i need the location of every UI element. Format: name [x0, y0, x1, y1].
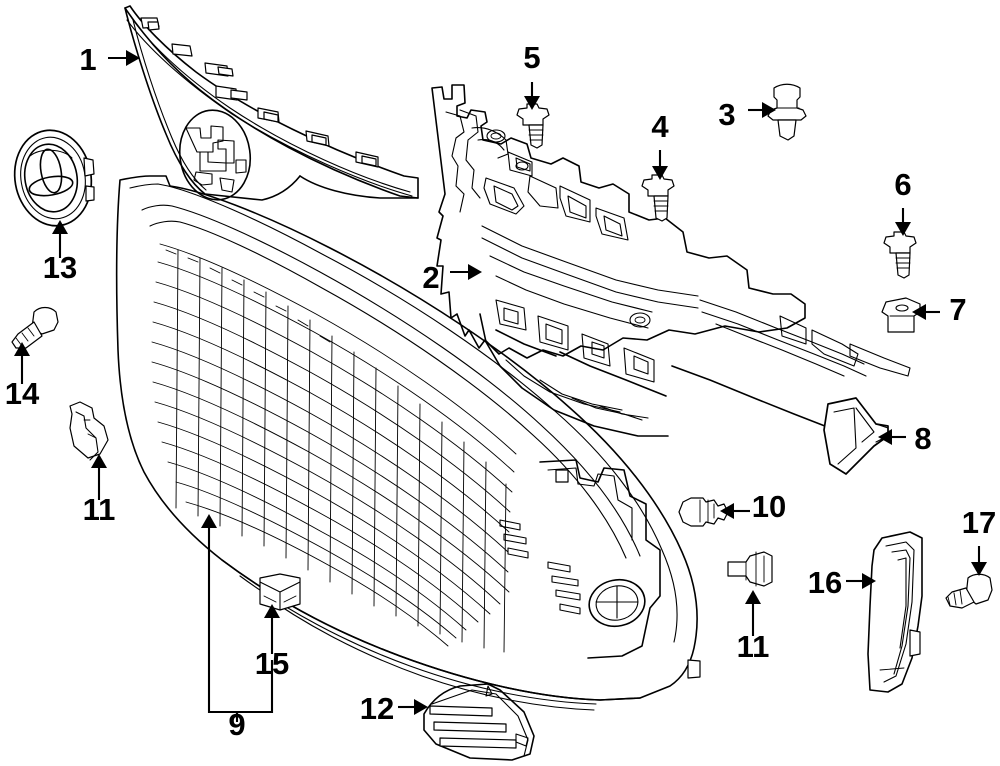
- callout-16[interactable]: 16: [808, 565, 842, 600]
- callout-4[interactable]: 4: [651, 109, 669, 144]
- part-retainer-clip-11a: [69, 401, 109, 461]
- part-side-trim-garnish-16: [867, 531, 923, 693]
- part-square-nut-clip-7: [881, 297, 921, 333]
- part-upper-grille-molding: [124, 5, 419, 201]
- grille-mesh: [151, 243, 517, 653]
- part-retainer-clip-11b: [727, 551, 773, 587]
- callout-1[interactable]: 1: [79, 42, 96, 77]
- part-flange-bolt-5: [516, 103, 550, 149]
- callout-7[interactable]: 7: [949, 292, 966, 327]
- part-toyota-emblem: [13, 129, 95, 227]
- part-push-pin-clip-3: [767, 83, 807, 141]
- callout-15[interactable]: 15: [255, 646, 289, 681]
- callout-leaders: [14, 50, 987, 722]
- callout-13[interactable]: 13: [43, 250, 77, 285]
- part-screw-grommet-17: [945, 573, 993, 609]
- part-radiator-support-assembly: [431, 84, 911, 441]
- callout-10[interactable]: 10: [752, 489, 786, 524]
- part-grille-clip-15: [259, 573, 301, 611]
- callout-9[interactable]: 9: [228, 707, 245, 742]
- callout-2[interactable]: 2: [422, 260, 439, 295]
- callout-12[interactable]: 12: [360, 691, 394, 726]
- part-wedge-bracket-8: [823, 397, 889, 475]
- callout-3[interactable]: 3: [718, 97, 735, 132]
- callout-number-group: 1 2 3 4 5 6 7 8 9 10 11 11 12 13 14 15 1…: [5, 40, 996, 742]
- part-flange-bolt-6: [883, 231, 917, 279]
- callout-5[interactable]: 5: [523, 40, 540, 75]
- callout-11-right[interactable]: 11: [737, 629, 770, 664]
- callout-8[interactable]: 8: [914, 421, 931, 456]
- part-lower-air-deflector: [423, 683, 535, 761]
- part-grille-assembly: [115, 175, 701, 711]
- callout-11-left[interactable]: 11: [83, 492, 116, 527]
- callout-6[interactable]: 6: [894, 167, 911, 202]
- part-flange-bolt-4: [641, 174, 675, 222]
- part-push-clip-10: [678, 497, 729, 527]
- callout-14[interactable]: 14: [5, 376, 40, 411]
- callout-17[interactable]: 17: [962, 505, 996, 540]
- part-screw-14: [11, 306, 59, 349]
